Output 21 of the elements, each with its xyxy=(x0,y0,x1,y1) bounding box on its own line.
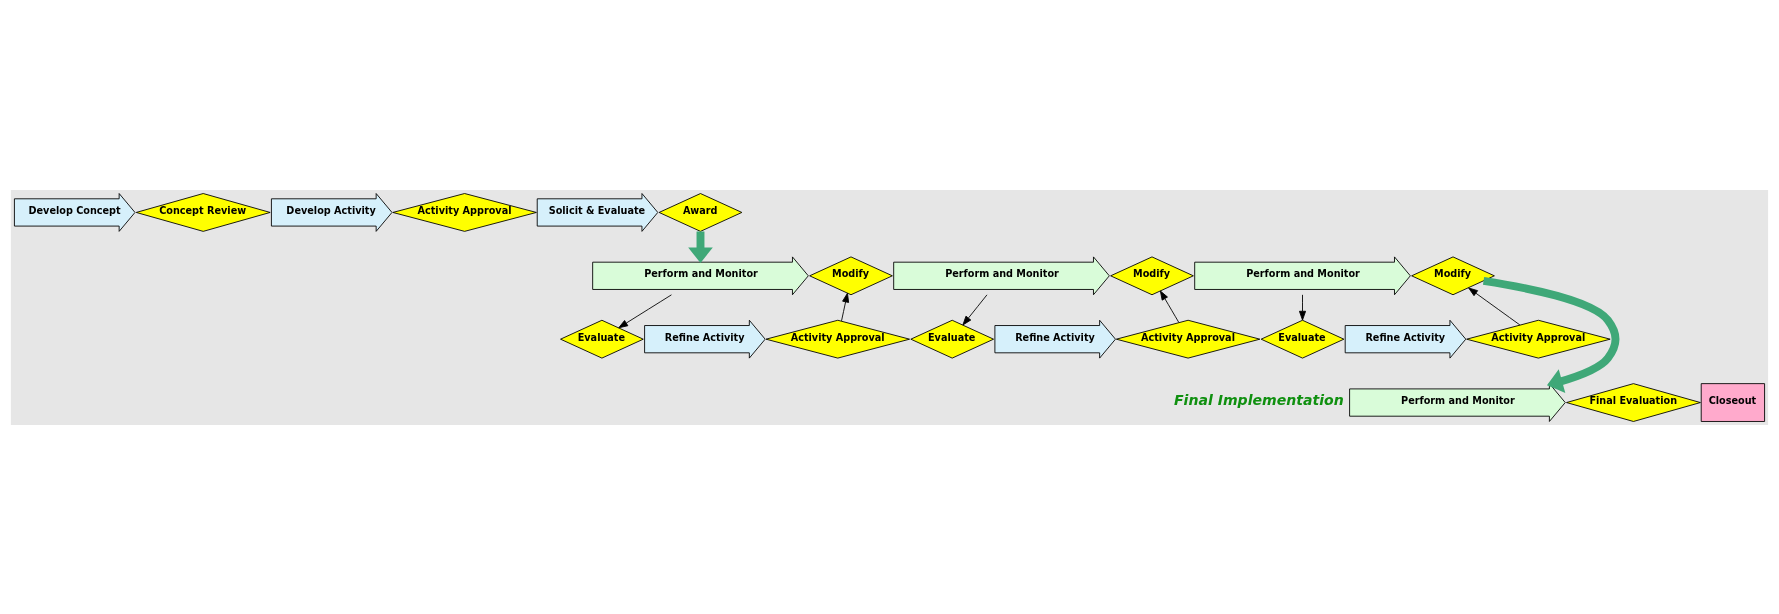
node-diamond: Award xyxy=(658,192,743,232)
node-diamond: Activity Approval xyxy=(1115,319,1261,359)
arrow xyxy=(1468,287,1521,325)
node-box: Closeout xyxy=(1700,382,1766,422)
node-diamond: Activity Approval xyxy=(392,192,537,232)
arrow xyxy=(618,293,672,328)
arrow xyxy=(962,293,988,325)
arrow xyxy=(688,230,713,263)
arrow xyxy=(1299,293,1307,320)
node-diamond: Final Evaluation xyxy=(1566,382,1701,422)
arrow xyxy=(1159,290,1180,323)
node-diamond: Concept Review xyxy=(135,192,271,232)
label: Final Implementation xyxy=(1174,391,1344,408)
arrow xyxy=(841,292,850,321)
node-diamond: Activity Approval xyxy=(1466,319,1611,359)
node-diamond: Activity Approval xyxy=(765,319,910,359)
node-diamond: Modify xyxy=(809,255,893,295)
node-diamond: Evaluate xyxy=(1260,319,1345,359)
arrow xyxy=(1482,276,1620,393)
node-diamond: Modify xyxy=(1110,255,1194,295)
node-diamond: Evaluate xyxy=(910,319,995,359)
